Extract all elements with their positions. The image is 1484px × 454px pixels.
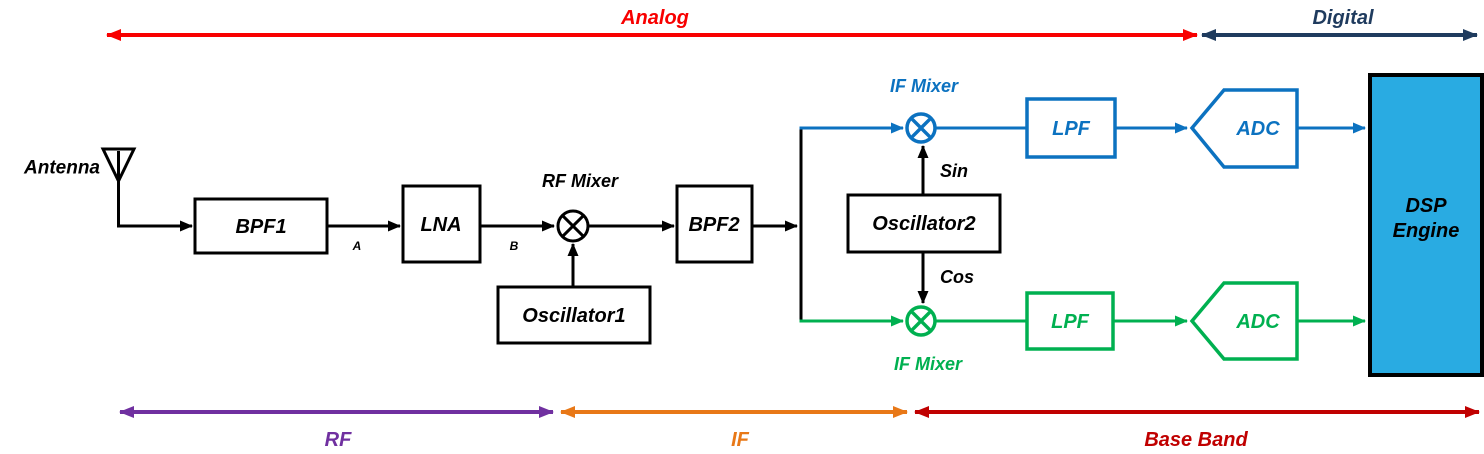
bpf2-block	[675, 184, 754, 264]
antenna-icon	[100, 147, 137, 185]
rf-mixer-icon	[556, 209, 590, 243]
base-band-range-label: Base Band	[1144, 429, 1248, 451]
lpf-i-label: LPF	[1052, 118, 1091, 140]
oscillator1-block	[496, 285, 652, 345]
sin-label: Sin	[940, 161, 968, 181]
node-b-label: B	[510, 239, 519, 253]
bpf1-block	[193, 197, 329, 255]
lpf-q-label: LPF	[1051, 311, 1090, 333]
rf-range-label: RF	[325, 429, 352, 451]
oscillator1-label: Oscillator1	[522, 305, 625, 327]
if-mixer-i-label: IF Mixer	[890, 76, 959, 96]
bpf1-label: BPF1	[235, 216, 286, 238]
adc-q-label: ADC	[1235, 311, 1280, 333]
antenna-feed-line	[117, 151, 193, 232]
oscillator2-label: Oscillator2	[872, 213, 975, 235]
if-mixer-i-icon	[905, 112, 937, 144]
adc-i-label: ADC	[1235, 118, 1280, 140]
dsp-engine-label-line2: Engine	[1393, 220, 1460, 242]
digital-range-label: Digital	[1312, 7, 1374, 29]
if-range-label: IF	[731, 429, 750, 451]
node-a-label: A	[352, 239, 362, 253]
dsp-engine-block	[1368, 73, 1484, 377]
if-mixer-q-icon	[905, 305, 937, 337]
oscillator2-block	[846, 193, 1002, 254]
if-mixer-q-label: IF Mixer	[894, 354, 963, 374]
analog-range-label: Analog	[620, 7, 689, 29]
dsp-engine-label-line1: DSP	[1405, 195, 1447, 217]
bpf2-label: BPF2	[688, 214, 739, 236]
antenna-label: Antenna	[23, 158, 100, 179]
cos-label: Cos	[940, 267, 974, 287]
rf-mixer-label: RF Mixer	[542, 171, 619, 191]
lna-block	[401, 184, 482, 264]
lpf-i-block	[1025, 97, 1117, 159]
lna-label: LNA	[420, 214, 461, 236]
